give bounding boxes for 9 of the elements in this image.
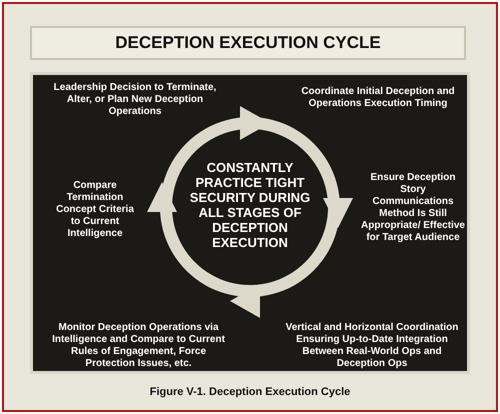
center-statement: CONSTANTLY PRACTICE TIGHT SECURITY DURING ALL STAGES OF DECEPTION EXECUTION bbox=[182, 160, 318, 250]
stage-text: Leadership Decision to Terminate, Alter, or Plan New Deception Operations bbox=[50, 82, 220, 118]
stage-text: Ensure Deception Story Communications Method Is Still Appropriate/ Effective for Target Audience bbox=[360, 172, 466, 244]
stage-text: Coordinate Initial Deception and Operations Execution Timing bbox=[298, 86, 458, 110]
figure-caption: Figure V-1. Deception Execution Cycle bbox=[148, 386, 352, 398]
stage-text: Compare Termination Concept Criteria to Current Intelligence bbox=[52, 180, 138, 240]
stage-text: Monitor Deception Operations via Intelligence and Compare to Current Rules of Engagement, Force Protection Issues, etc. bbox=[46, 322, 231, 370]
stage-text: Vertical and Horizontal Coordination Ensuring Up-to-Date Integration Between Real-World Ops and Deception Ops bbox=[282, 322, 462, 370]
title-banner: DECEPTION EXECUTION CYCLE bbox=[30, 26, 466, 60]
